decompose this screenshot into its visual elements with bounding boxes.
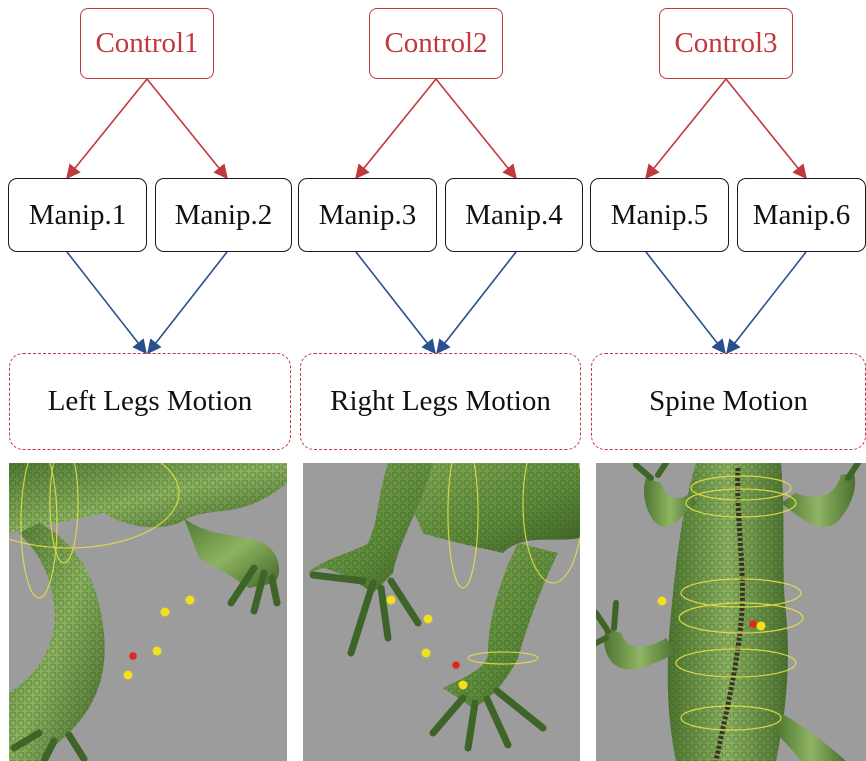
right-legs-render-image: [303, 463, 580, 761]
edge-manip3-right-legs: [356, 252, 435, 353]
edge-manip6-spine: [727, 252, 806, 353]
control2-node: Control2: [369, 8, 503, 79]
right-legs-render: [303, 463, 580, 761]
left-legs-render: [9, 463, 287, 761]
left-legs-motion-node: Left Legs Motion: [9, 353, 291, 450]
edge-manip2-left-legs: [148, 252, 227, 353]
edge-control1-manip1: [67, 79, 147, 178]
manip2-node: Manip.2: [155, 178, 292, 252]
manipulator-markers: [387, 596, 468, 690]
edge-control3-manip5: [646, 79, 726, 178]
edge-control2-manip3: [356, 79, 436, 178]
edge-manip4-right-legs: [437, 252, 516, 353]
edge-control3-manip6: [726, 79, 806, 178]
spine-render: [596, 463, 866, 761]
spine-motion-node: Spine Motion: [591, 353, 866, 450]
control1-node: Control1: [80, 8, 214, 79]
manip4-node: Manip.4: [445, 178, 583, 252]
manip3-node: Manip.3: [298, 178, 437, 252]
manip5-node: Manip.5: [590, 178, 729, 252]
control3-node: Control3: [659, 8, 793, 79]
lizard-rear-right-leg: [776, 713, 846, 761]
left-legs-render-image: [9, 463, 287, 761]
manip1-node: Manip.1: [8, 178, 147, 252]
lizard-front-right-leg: [781, 473, 855, 527]
right-legs-motion-node: Right Legs Motion: [300, 353, 581, 450]
spine-render-image: [596, 463, 866, 761]
edge-manip1-left-legs: [67, 252, 146, 353]
lizard-rear-left-leg: [604, 628, 676, 669]
edge-control1-manip2: [147, 79, 227, 178]
manip6-node: Manip.6: [737, 178, 866, 252]
edge-control2-manip4: [436, 79, 516, 178]
manipulator-markers: [124, 596, 195, 680]
edge-manip5-spine: [646, 252, 725, 353]
